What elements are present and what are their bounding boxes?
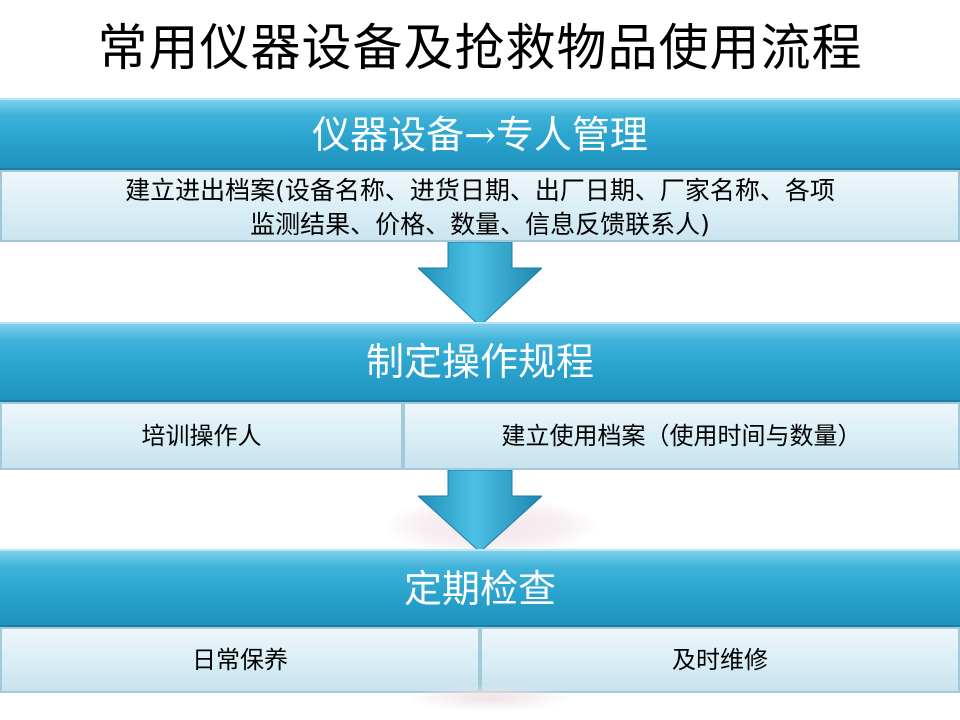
cell-daily-maintenance: 日常保养 (0, 627, 480, 693)
section-detail-archive: 建立进出档案(设备名称、进货日期、出厂日期、厂家名称、各项 监测结果、价格、数量… (0, 170, 960, 242)
section-header-inspection: 定期检查 (0, 549, 960, 627)
cell-usage-archive: 建立使用档案（使用时间与数量） (403, 402, 960, 470)
cell-train-operator: 培训操作人 (0, 402, 403, 470)
down-arrow-icon (418, 470, 542, 552)
decorative-glow (410, 685, 570, 711)
detail-line-2: 监测结果、价格、数量、信息反馈联系人) (250, 210, 710, 239)
cell-timely-repair: 及时维修 (480, 627, 960, 693)
section-header-procedure: 制定操作规程 (0, 322, 960, 402)
detail-line-1: 建立进出档案(设备名称、进货日期、出厂日期、厂家名称、各项 (125, 176, 835, 205)
section-header-equipment: 仪器设备→专人管理 (0, 98, 960, 170)
down-arrow-icon (418, 242, 542, 326)
page-title: 常用仪器设备及抢救物品使用流程 (97, 19, 863, 77)
